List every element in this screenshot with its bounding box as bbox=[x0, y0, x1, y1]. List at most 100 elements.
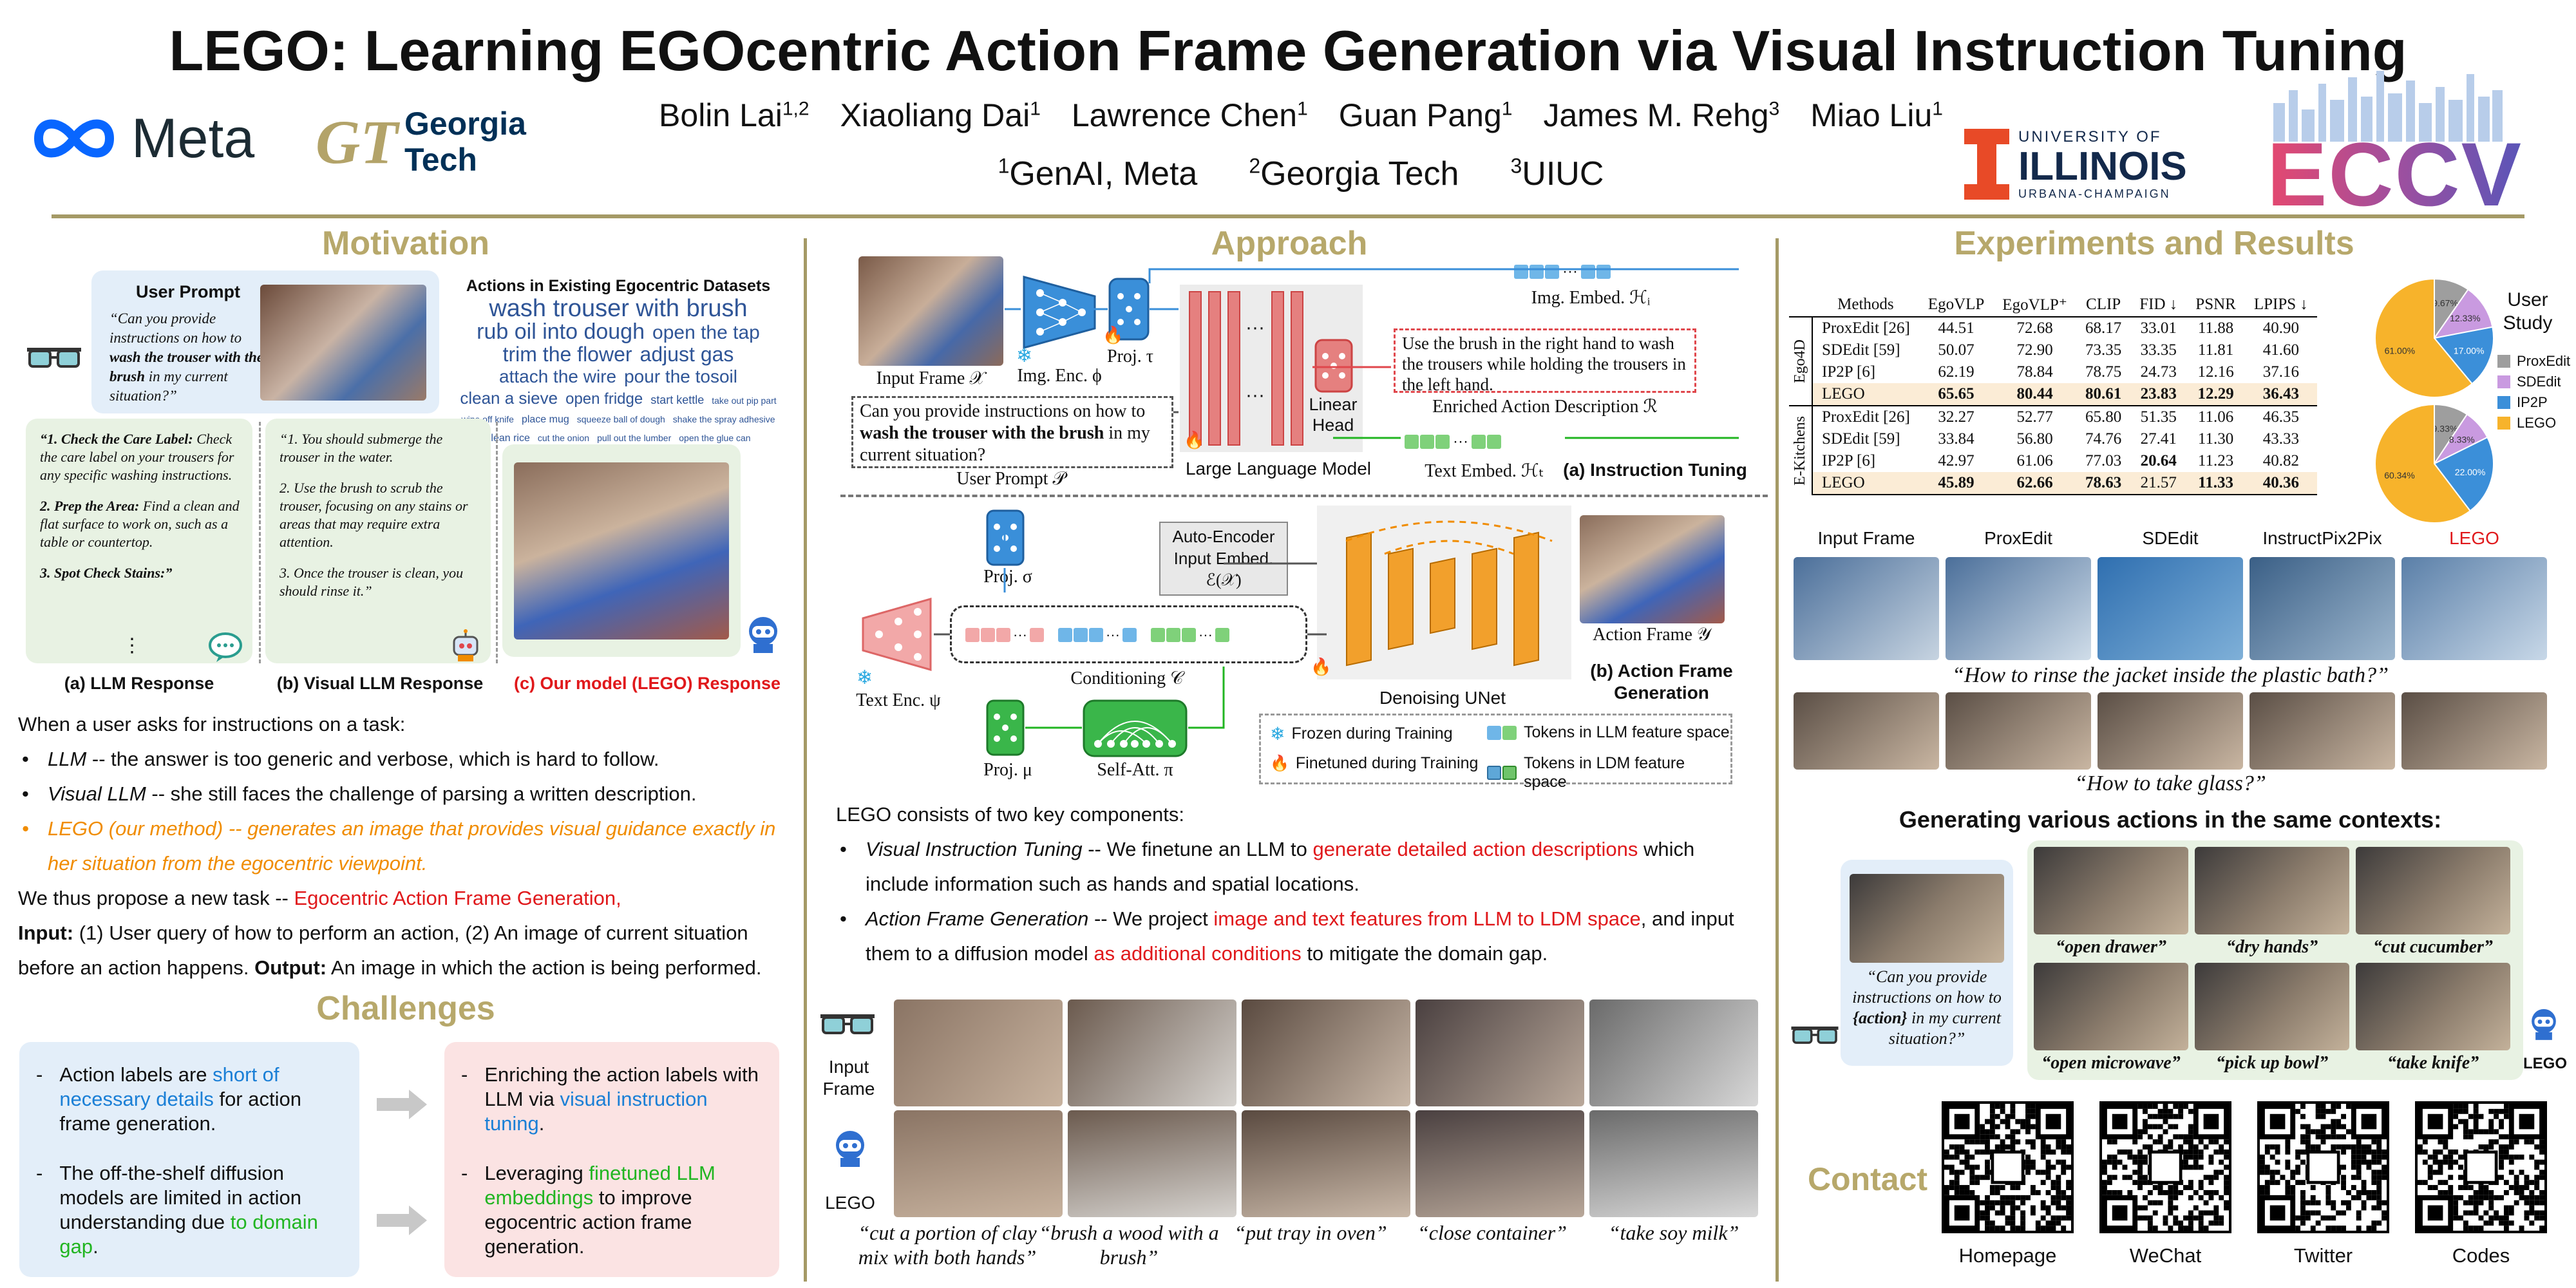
example-input-frame bbox=[1589, 999, 1758, 1106]
wordcloud-phrase: attach the wire bbox=[499, 366, 617, 386]
finetuned-fire-icon-2: 🔥 bbox=[1184, 430, 1205, 450]
text-encoder-icon bbox=[860, 586, 934, 683]
table-cell: 37.16 bbox=[2262, 363, 2299, 381]
table-cell: 33.35 bbox=[2140, 341, 2177, 359]
example-captions: “cut a portion of clay mix with both han… bbox=[857, 1220, 1765, 1278]
proj-mu-icon bbox=[985, 699, 1025, 757]
skyline-icon bbox=[2273, 71, 2503, 142]
comparison-header: ProxEdit bbox=[1984, 528, 2052, 548]
wordcloud-phrase: wash trouser with brush bbox=[489, 295, 748, 322]
row-input-label: Input Frame bbox=[822, 1057, 875, 1099]
example-lego-frame bbox=[1589, 1110, 1758, 1217]
affiliation: 2Georgia Tech bbox=[1249, 155, 1459, 193]
author-affil-sup: 1 bbox=[1297, 98, 1308, 120]
table-cell: 11.23 bbox=[2197, 452, 2234, 469]
generation-heading: Generating various actions in the same c… bbox=[1899, 806, 2442, 833]
gen-glasses-icon bbox=[1789, 1018, 1841, 1052]
generation-arrows bbox=[934, 515, 1553, 729]
llm-response-box: “1. Check the Care Label: Check the care… bbox=[26, 419, 252, 663]
author-name: Xiaoliang Dai1 bbox=[840, 97, 1041, 133]
comparison-image bbox=[2249, 692, 2395, 770]
affiliation: 1GenAI, Meta bbox=[998, 155, 1198, 193]
pie-label: 61.00% bbox=[2385, 345, 2415, 355]
challenge-1: - Action labels are short of necessary d… bbox=[36, 1063, 301, 1135]
wordcloud-phrase: pour the tosoil bbox=[624, 366, 737, 386]
comparison-image bbox=[2401, 692, 2547, 770]
image-encoder-label: Img. Enc. ϕ bbox=[1017, 366, 1102, 386]
table-dataset-label: Ego4D bbox=[1789, 317, 1813, 406]
table-cell: 62.66 bbox=[1993, 472, 2076, 495]
gen-action-caption: “cut cucumber” bbox=[2373, 937, 2493, 957]
illinois-i-icon bbox=[1964, 129, 2009, 200]
glasses-icon bbox=[24, 338, 84, 377]
example-caption: “cut a portion of clay mix with both han… bbox=[858, 1221, 1037, 1269]
table-cell: ProxEdit [26] bbox=[1822, 319, 1910, 337]
visual-llm-response-step: 2. Use the brush to scrub the trouser, f… bbox=[279, 480, 468, 550]
pie-slice bbox=[2374, 278, 2474, 398]
legend-item: LEGO bbox=[2497, 415, 2571, 431]
table-cell: 52.77 bbox=[1993, 405, 2076, 428]
comparison-image bbox=[2401, 557, 2547, 660]
action-frame-image bbox=[1580, 515, 1725, 623]
instruction-tuning-label: (a) Instruction Tuning bbox=[1563, 460, 1747, 480]
llm-response-text: “1. Check the Care Label: Check the care… bbox=[40, 430, 240, 595]
linear-head-label: Linear Head bbox=[1309, 395, 1358, 435]
eccv-logo: ECCV bbox=[2267, 64, 2521, 225]
table-cell: 41.60 bbox=[2262, 341, 2299, 359]
qr-code[interactable] bbox=[2099, 1101, 2231, 1233]
author-affil-sup: 1 bbox=[1030, 98, 1041, 120]
pie-label: 12.33% bbox=[2450, 313, 2480, 323]
challenges-right-box: - Enriching the action labels with LLM v… bbox=[444, 1042, 779, 1277]
challenges-left-box: - Action labels are short of necessary d… bbox=[19, 1042, 359, 1277]
illinois-logo: UNIVERSITY OF ILLINOIS URBANA-CHAMPAIGN bbox=[1964, 122, 2235, 206]
pie-slice bbox=[2374, 403, 2472, 524]
legend-ldm-tokens: Tokens in LDM feature space bbox=[1486, 754, 1730, 791]
table-cell: 11.06 bbox=[2186, 405, 2245, 428]
table-cell: 78.84 bbox=[2016, 363, 2053, 381]
wordcloud-phrase: start kettle bbox=[650, 393, 705, 406]
row-lego-robot-icon bbox=[828, 1126, 873, 1171]
finetuned-fire-icon-1: 🔥 bbox=[1103, 325, 1124, 345]
wordcloud-phrase: trim the flower bbox=[502, 343, 632, 366]
approach-heading: Approach bbox=[1211, 225, 1368, 262]
georgia-tech-logo: GT Georgia Tech bbox=[316, 103, 560, 180]
example-input-frame bbox=[1068, 999, 1236, 1106]
autoencoder-line-3: ℰ(𝒳) bbox=[1206, 571, 1242, 589]
wordcloud-phrase: squeeze ball of dough bbox=[576, 414, 665, 424]
example-lego-frame bbox=[1242, 1110, 1410, 1217]
gen-action-image bbox=[2034, 847, 2188, 934]
meta-logo: Meta bbox=[26, 103, 296, 174]
author-affil-sup: 1,2 bbox=[782, 98, 810, 120]
qr-code[interactable] bbox=[2257, 1101, 2389, 1233]
comparison-image bbox=[1946, 557, 2091, 660]
table-dataset-label: E-Kitchens bbox=[1789, 405, 1813, 495]
qr-code[interactable] bbox=[2415, 1101, 2547, 1233]
table-cell: 50.07 bbox=[1938, 341, 1975, 359]
legend-item: SDEdit bbox=[2497, 374, 2571, 390]
table-cell: 42.97 bbox=[1938, 452, 1975, 469]
arrow-icon-1 bbox=[377, 1088, 428, 1121]
user-prompt-title: User Prompt bbox=[135, 282, 241, 301]
qr-code[interactable] bbox=[1942, 1101, 2074, 1233]
motivation-heading: Motivation bbox=[322, 225, 489, 262]
wordcloud-title: Actions in Existing Egocentric Datasets bbox=[466, 277, 771, 295]
table-cell: 68.17 bbox=[2085, 319, 2122, 337]
chat-bubble-icon bbox=[207, 631, 243, 663]
table-cell: IP2P [6] bbox=[1822, 363, 1876, 381]
table-cell: 21.57 bbox=[2130, 472, 2187, 495]
gen-action-image bbox=[2195, 963, 2349, 1050]
gen-prompt-text: “Can you provide instructions on how to … bbox=[1852, 967, 2002, 1048]
caption-llm-response: (a) LLM Response bbox=[64, 674, 214, 693]
table-cell: SDEdit [59] bbox=[1822, 430, 1900, 448]
gen-action-image bbox=[2356, 847, 2510, 934]
instruction-tuning-arrows bbox=[1005, 268, 1739, 439]
pie-label: 9.67% bbox=[2432, 298, 2458, 308]
meta-infinity-icon bbox=[33, 119, 115, 158]
proj-sigma-label: Proj. σ bbox=[983, 567, 1032, 587]
wordcloud-phrase: open the glue can bbox=[679, 433, 751, 443]
comparison-image bbox=[1946, 692, 2091, 770]
